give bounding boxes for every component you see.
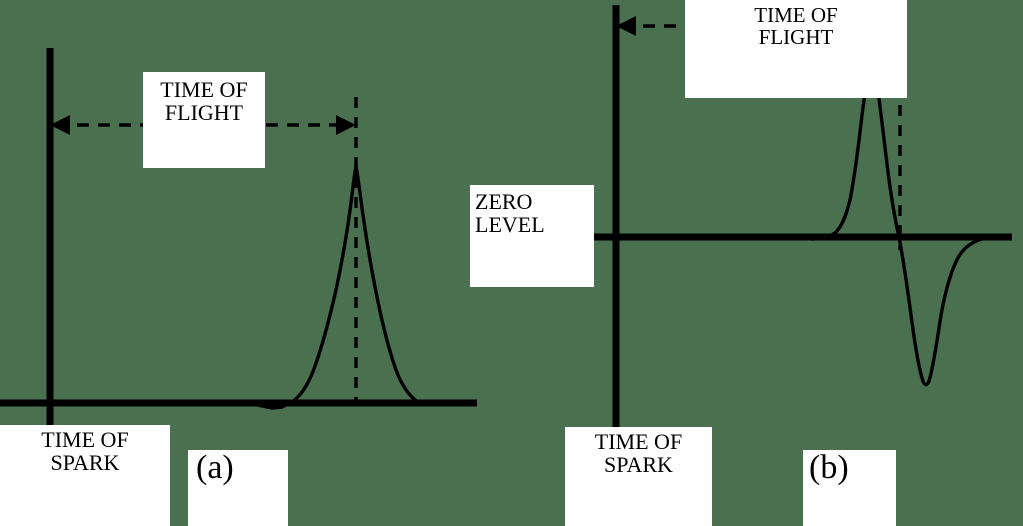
panel-a-pulse-trace (248, 165, 432, 410)
panel-b-pulse-trace (810, 66, 1002, 387)
panel-a-caption: (a) (188, 449, 288, 526)
panel-a-arrowhead-left (50, 115, 70, 135)
panel-a-time-of-flight-label: TIME OF FLIGHT (143, 72, 265, 168)
panel-a-arrowhead-right (336, 115, 356, 135)
panel-b-zero-level-label: ZERO LEVEL (470, 185, 594, 287)
panel-a-graphics (0, 48, 477, 437)
panel-b-arrowhead-left (616, 16, 636, 36)
panel-b-time-of-spark-label: TIME OF SPARK (565, 427, 712, 526)
panel-b-caption: (b) (803, 449, 896, 526)
panel-a-time-of-spark-label: TIME OF SPARK (0, 425, 170, 526)
panel-b-time-of-flight-label: TIME OF FLIGHT (685, 0, 907, 98)
